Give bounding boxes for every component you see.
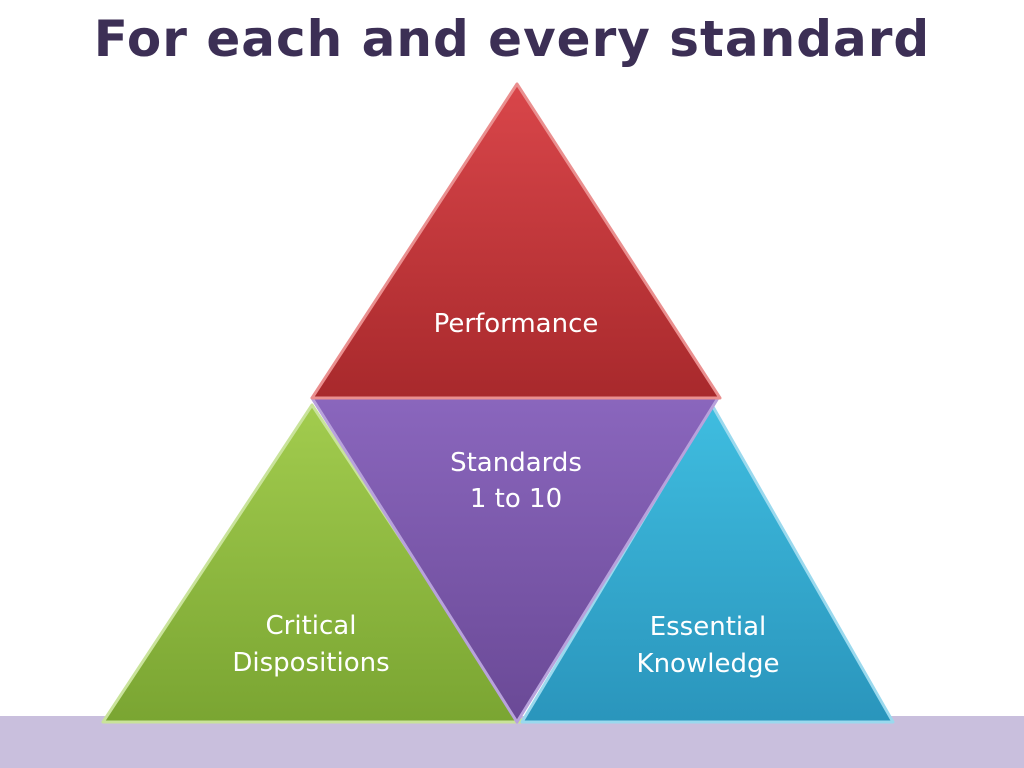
footer-band [0, 716, 1024, 768]
slide-title: For each and every standard [93, 10, 931, 68]
left-triangle-label-line1: Critical [266, 611, 357, 641]
center-triangle-label-line2: 1 to 10 [470, 484, 562, 514]
left-triangle-label-line2: Dispositions [232, 648, 389, 678]
center-triangle-label-line1: Standards [450, 448, 582, 478]
right-triangle-label-line1: Essential [650, 612, 767, 642]
top-triangle-label: Performance [434, 309, 599, 339]
top-triangle [310, 82, 722, 400]
right-triangle-label-line2: Knowledge [637, 649, 780, 679]
